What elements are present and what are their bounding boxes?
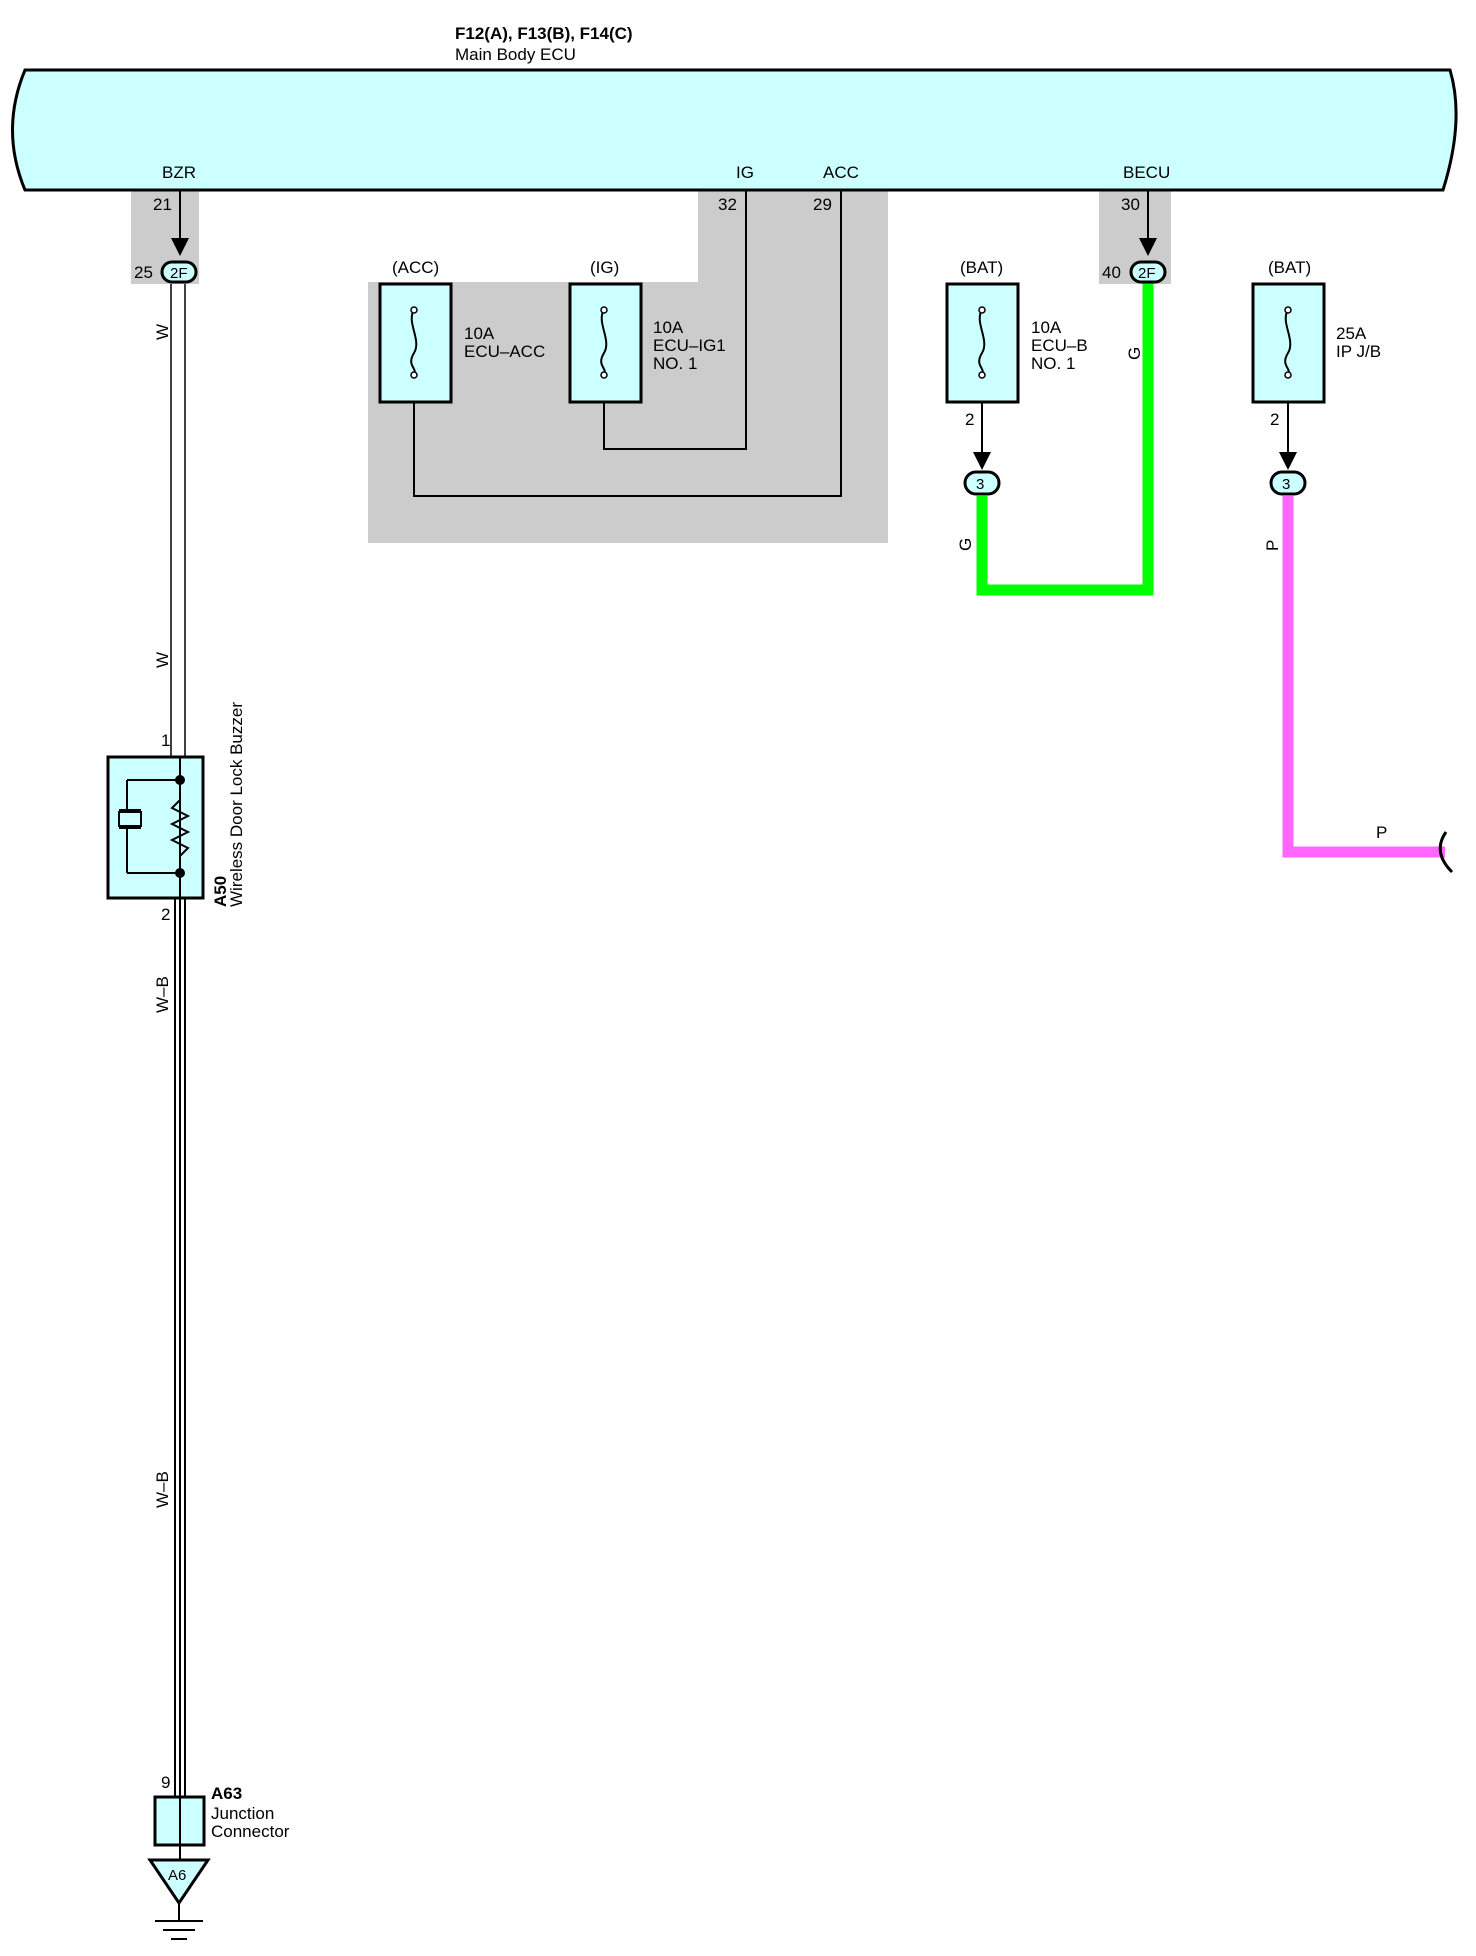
fuse-ig-source: (IG) [590,258,619,277]
fuse-ecub-rating: 10A [1031,318,1062,337]
ground-triangle [147,1858,211,1906]
bzr-arrow [171,238,189,256]
fuse-ecub-pin: 2 [965,410,974,429]
pin-ig-number: 32 [718,195,737,214]
pin-acc-number: 29 [813,195,832,214]
fuse-ipjb-pin: 2 [1270,410,1279,429]
inline-connector-left [160,260,198,284]
wire-g-left-label: G [956,538,975,551]
fuse-ecub-name2: NO. 1 [1031,354,1075,373]
fuse-ipjb-element [1284,309,1292,376]
fuse-ecub-element [978,309,986,376]
fuse-acc-rating: 10A [464,324,495,343]
ig-wire [603,190,747,450]
fuse-ipjb-source: (BAT) [1268,258,1311,277]
connector-ecub-3-label: 3 [976,476,984,493]
ecu-name-label: Main Body ECU [455,45,576,64]
pin-bzr-label: BZR [162,163,196,182]
pin-becu-label: BECU [1123,163,1170,182]
pink-wire-break [1438,831,1454,874]
fuse-acc-source: (ACC) [392,258,439,277]
fuse-acc-terminal-top [410,306,418,314]
wire-g-right-label: G [1125,347,1144,360]
fuse-ipjb-arrow [1279,452,1297,470]
fuse-ig-terminal-top [600,306,608,314]
buzzer-node-top [175,775,185,785]
inline-connector-left-code: 2F [170,265,188,282]
fuse-ecub-terminal-bottom [978,371,986,379]
wire-w-mid-label: W [153,652,172,668]
fuse-ecub-box [945,282,1020,404]
fuse-ig-terminal-bottom [600,371,608,379]
pin-acc-label: ACC [823,163,859,182]
becu-arrow [1139,238,1157,256]
acc-wire [413,190,842,497]
main-body-ecu-box [11,68,1458,192]
buzzer-code: A50 [211,876,230,907]
fuse-ig-rating: 10A [653,318,684,337]
fuse-acc-terminal-bottom [410,371,418,379]
wire-wb-top-label: W–B [153,976,172,1013]
ground-code: A6 [168,1867,186,1884]
buzzer-pin1: 1 [161,731,170,750]
fuse-ecub-name: ECU–B [1031,336,1088,355]
connector-ipjb-3 [1269,470,1307,496]
pink-wire [1282,496,1445,858]
wire-w-top-label: W [153,324,172,340]
fuse-ecub-source: (BAT) [960,258,1003,277]
fuse-acc-element [410,309,418,376]
fuse-acc-name: ECU–ACC [464,342,545,361]
inline-connector-right [1129,260,1167,284]
fuse-ig-name: ECU–IG1 [653,336,726,355]
fuse-ecub-terminal-top [978,306,986,314]
pin-ig-label: IG [736,163,754,182]
pin-bzr-number: 21 [153,195,172,214]
fuse-ipjb-name: IP J/B [1336,342,1381,361]
buzzer-pin2: 2 [161,905,170,924]
buzzer-name: Wireless Door Lock Buzzer [227,702,246,907]
fuse-ig-name2: NO. 1 [653,354,697,373]
connector-ecub-3 [963,470,1001,496]
wire-p-horizontal-label: P [1376,823,1387,842]
connector-ipjb-3-label: 3 [1282,476,1290,493]
fuse-ipjb-terminal-top [1284,306,1292,314]
ecu-connectors-label: F12(A), F13(B), F14(C) [455,24,633,43]
fuse-ipjb-rating: 25A [1336,324,1367,343]
inline-connector-right-pin: 40 [1102,263,1121,282]
inline-connector-right-code: 2F [1138,265,1156,282]
pin-becu-number: 30 [1121,195,1140,214]
fuse-ecub-arrow [973,452,991,470]
inline-connector-left-pin: 25 [134,263,153,282]
fuse-ig-element [600,309,608,376]
wire-wb-bottom-label: W–B [153,1471,172,1508]
junction-code: A63 [211,1784,242,1803]
wire-p-vertical-label: P [1263,540,1282,551]
fuse-ipjb-terminal-bottom [1284,371,1292,379]
junction-line2: Connector [211,1822,290,1841]
fuse-ipjb-box [1251,282,1326,404]
green-wire [976,282,1154,596]
buzzer-node-bottom [175,868,185,878]
junction-line1: Junction [211,1804,274,1823]
junction-pin: 9 [161,1773,170,1792]
ground-symbol [155,1903,203,1940]
